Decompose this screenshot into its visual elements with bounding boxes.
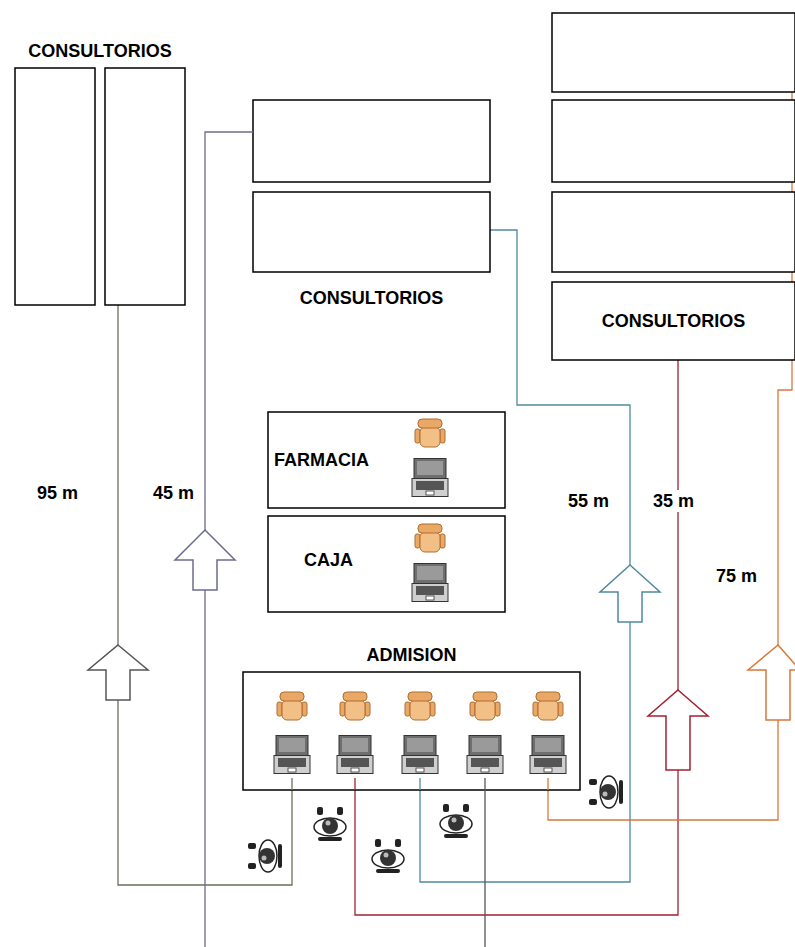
- route-connector: [355, 360, 678, 915]
- route-lines: [205, 132, 548, 947]
- service-desks: [243, 412, 580, 790]
- room-label: FARMACIA: [274, 449, 369, 471]
- workstations: [274, 419, 566, 774]
- room-label: ADMISION: [243, 644, 580, 666]
- admission-desk: ADMISION: [243, 672, 580, 790]
- route-connector: [548, 22, 795, 820]
- distance-label: 95 m: [35, 482, 80, 504]
- direction-arrows: [88, 530, 795, 770]
- room-label: CAJA: [304, 549, 353, 571]
- room-group: CONSULTORIOS: [552, 13, 795, 360]
- room-label: CONSULTORIOS: [253, 287, 490, 309]
- room-group: CONSULTORIOS: [15, 40, 185, 305]
- distance-label: 55 m: [566, 490, 611, 512]
- distance-label: 75 m: [714, 565, 759, 587]
- room-label: CONSULTORIOS: [15, 40, 185, 62]
- patients: [248, 776, 623, 873]
- room-label: CONSULTORIOS: [552, 310, 795, 332]
- distance-label: 35 m: [651, 490, 696, 512]
- service-desk: FARMACIA: [268, 412, 505, 508]
- service-desk: CAJA: [268, 516, 505, 612]
- room-group: CONSULTORIOS: [253, 100, 490, 315]
- distance-label: 45 m: [151, 482, 196, 504]
- consultorio-rooms: [15, 13, 795, 360]
